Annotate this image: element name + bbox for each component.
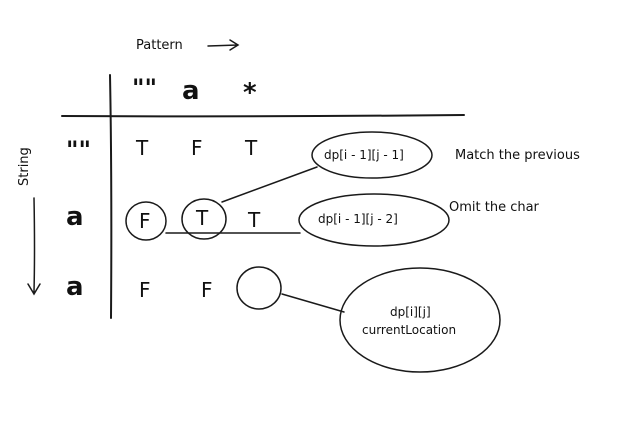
column-header-empty: "" <box>132 74 158 102</box>
cell-2-0: F <box>139 278 151 302</box>
callout-mid-ellipse <box>298 193 450 247</box>
column-header-star: * <box>243 78 257 108</box>
callout-top-formula: dp[i - 1][j - 1] <box>324 148 404 162</box>
table-vertical-line <box>109 74 113 319</box>
callout-bottom-note: currentLocation <box>362 323 457 337</box>
circle-cell-a-empty <box>125 201 167 241</box>
cell-0-2: T <box>245 136 258 160</box>
row-header-a2: a <box>66 272 84 302</box>
callout-bottom-ellipse <box>339 267 501 373</box>
cell-1-0: F <box>139 209 151 233</box>
connector-top <box>221 166 318 203</box>
table-horizontal-line <box>61 114 465 118</box>
cell-1-2: T <box>248 208 261 232</box>
callout-mid-note: Omit the char <box>449 200 539 215</box>
row-header-a1: a <box>66 202 84 232</box>
circle-cell-a-a <box>181 198 227 240</box>
cell-2-1: F <box>201 278 213 302</box>
callout-top-ellipse <box>311 131 433 179</box>
callout-mid-formula: dp[i - 1][j - 2] <box>318 212 398 226</box>
connector-bottom <box>281 293 345 313</box>
cell-0-1: F <box>191 136 203 160</box>
pattern-arrow-icon <box>207 39 240 51</box>
callout-bottom-formula: dp[i][j] <box>390 305 431 319</box>
callout-top-note: Match the previous <box>455 148 580 163</box>
pattern-label: Pattern <box>136 38 183 53</box>
string-label: String <box>17 147 32 186</box>
column-header-a: a <box>182 76 200 106</box>
cell-0-0: T <box>136 136 149 160</box>
row-header-empty: "" <box>66 136 92 164</box>
cell-1-1: T <box>196 206 209 230</box>
circle-cell-a2-star <box>236 266 282 310</box>
string-arrow-icon <box>27 197 41 296</box>
